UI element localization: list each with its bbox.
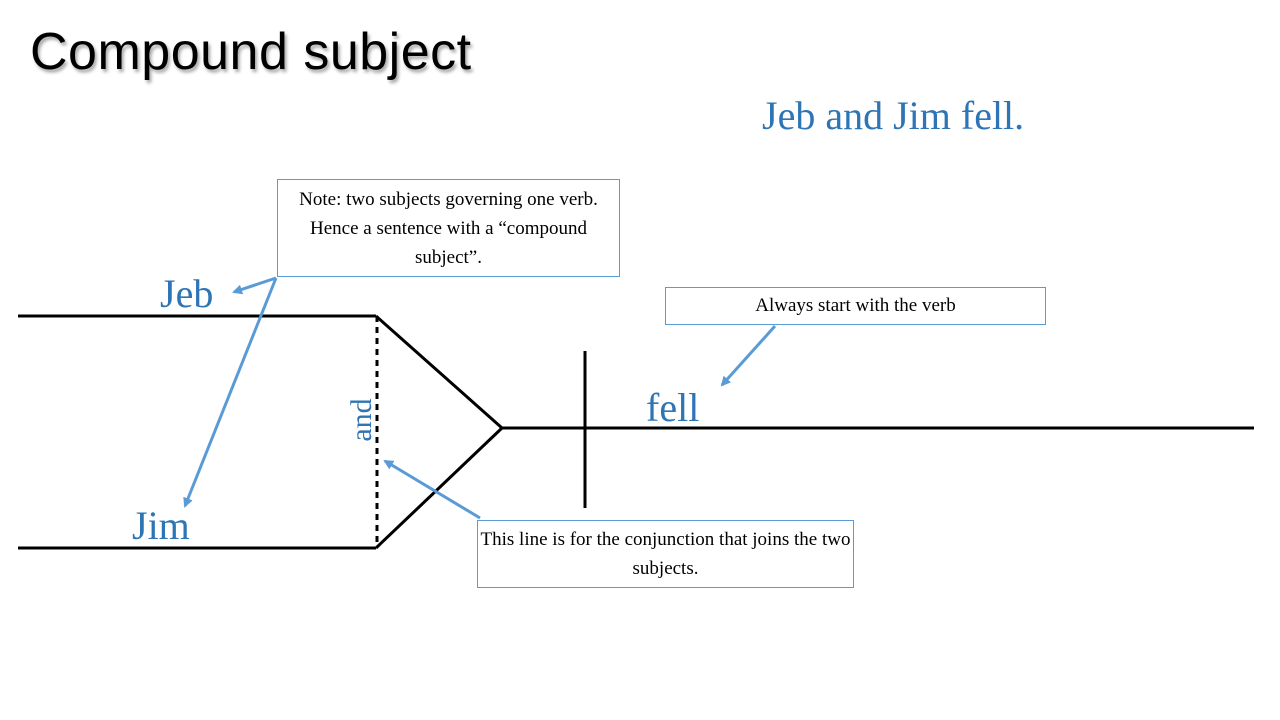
- subject-1-word: Jeb: [160, 271, 214, 316]
- example-sentence: Jeb and Jim fell.: [762, 93, 1025, 138]
- compound-subject-note-text: Note: two subjects governing one verb. H…: [299, 188, 598, 268]
- slide-title: Compound subject: [30, 23, 472, 81]
- conjunction-line-note-text: This line is for the conjunction that jo…: [480, 529, 851, 579]
- arrow-to-verb: [720, 324, 777, 387]
- arrow-to-jeb: [232, 276, 277, 295]
- arrow-to-conjunction-line: [383, 459, 481, 520]
- arrow-to-jim: [183, 277, 278, 508]
- compound-subject-note: Note: two subjects governing one verb. H…: [277, 179, 620, 277]
- start-with-verb-note: Always start with the verb: [665, 287, 1046, 325]
- conjunction-word: and: [345, 398, 378, 442]
- verb-word: fell: [646, 385, 700, 430]
- upper-fork-line: [375, 314, 503, 430]
- lower-fork-line: [374, 426, 504, 550]
- start-with-verb-note-text: Always start with the verb: [755, 295, 956, 316]
- subject-2-word: Jim: [132, 503, 190, 548]
- conjunction-line-note: This line is for the conjunction that jo…: [477, 520, 854, 588]
